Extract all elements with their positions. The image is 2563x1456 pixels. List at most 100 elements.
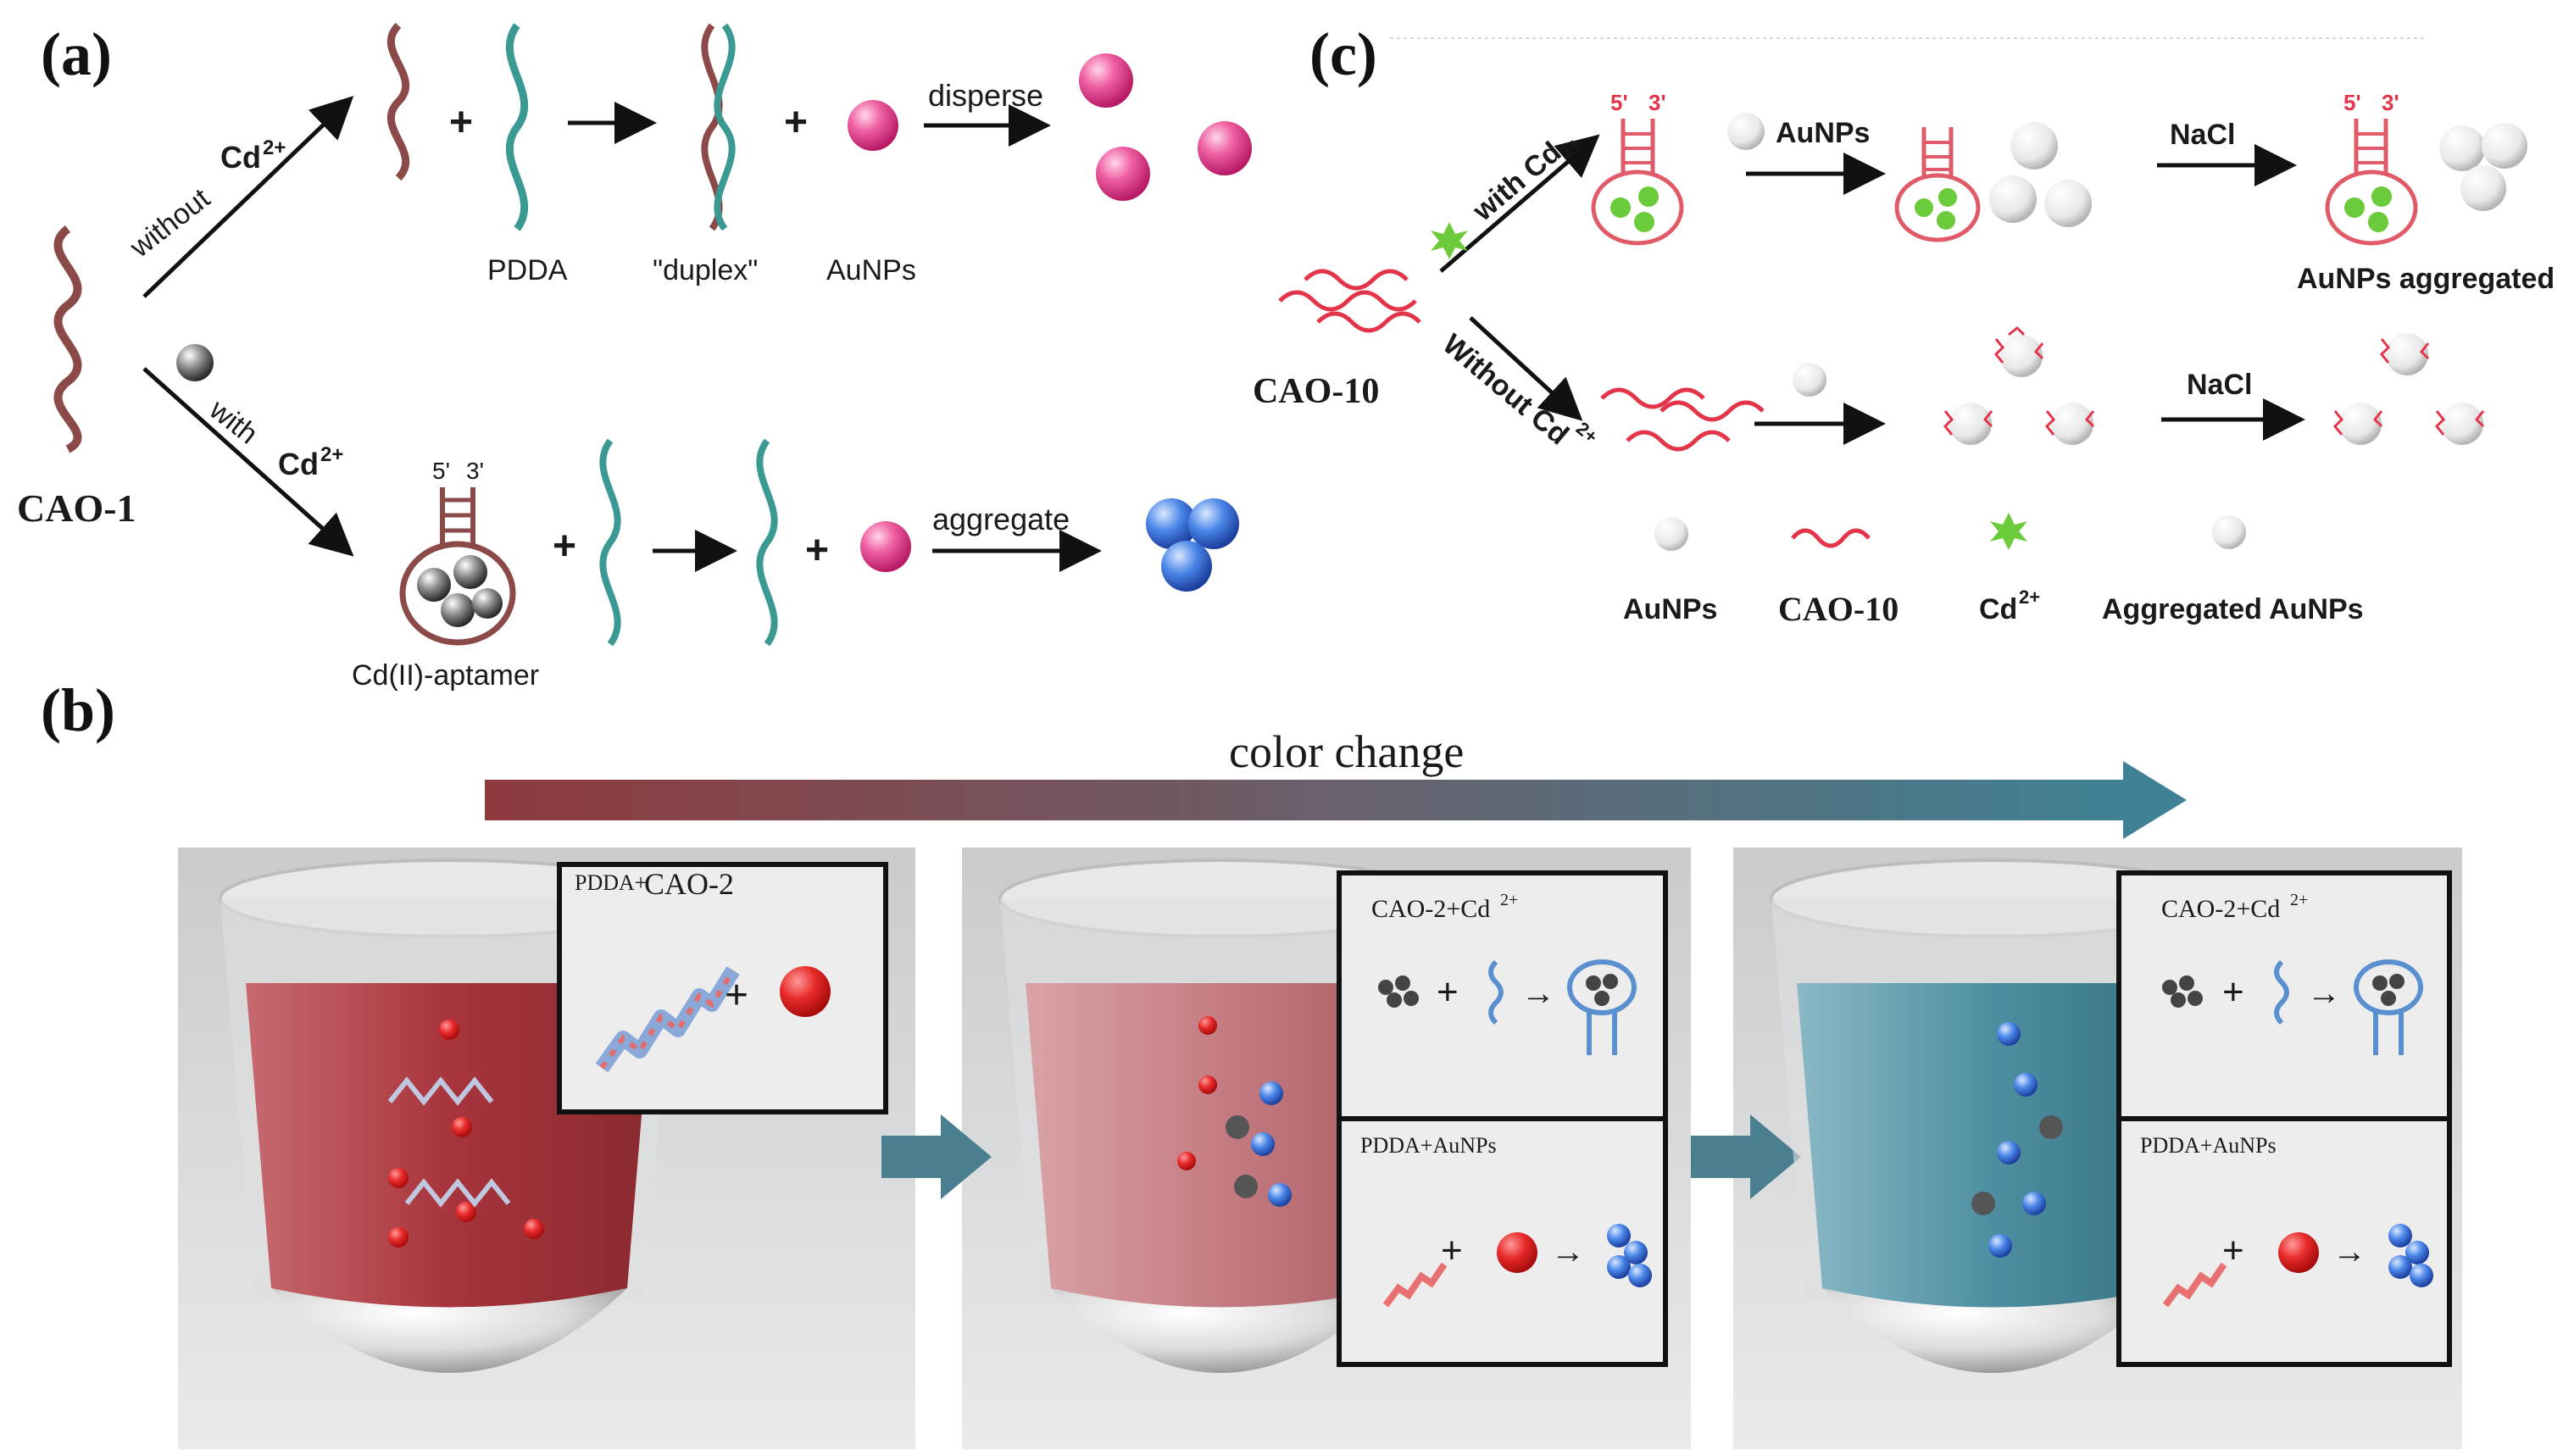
cao10-label: CAO-10 xyxy=(1253,372,1379,411)
helix-beads-icon xyxy=(599,969,736,1070)
tube1-plus: + xyxy=(725,973,748,1018)
color-change-arrow xyxy=(485,761,2187,839)
top-cd-ion: 2+ xyxy=(263,136,286,159)
aggregated-white-aunps-icon xyxy=(2439,123,2527,211)
tube3-blue-aggregate-icon xyxy=(2388,1224,2433,1287)
panel-c-legend: AuNPs CAO-10 Cd 2+ Aggregated AuNPs xyxy=(1623,513,2364,628)
panel-b: (b) color change PDDA+ CAO-2 xyxy=(41,676,2462,1449)
disperse-label: disperse xyxy=(928,78,1043,113)
panel-c: (c) CAO-10 with Cd 2+ Without Cd 2+ 5' 3… xyxy=(1253,20,2555,628)
tube2-blue-aggregate-icon xyxy=(1607,1224,1652,1287)
color-change-label: color change xyxy=(1229,726,1464,777)
dispersed-aunp-1-icon xyxy=(1079,53,1133,108)
panel-b-label: (b) xyxy=(41,676,115,744)
without-cd-label-c: Without Cd xyxy=(1437,328,1575,451)
tube3-inset-bottom-title: PDDA+AuNPs xyxy=(2140,1133,2277,1158)
tube3-cd-ions-icon xyxy=(2162,975,2203,1008)
tube3-bottom-arrow: → xyxy=(2332,1233,2366,1270)
hairpin-cd-complex-icon: 5' 3' xyxy=(1591,90,1684,246)
tube3-inset-top-ion: 2+ xyxy=(2290,891,2308,909)
legend-aunps-icon xyxy=(1654,517,1688,551)
hairpin1-5prime: 5' xyxy=(1610,90,1628,115)
without-cd-arrow-c xyxy=(1469,316,1583,421)
wrapped-aunps-stable-icon xyxy=(2332,333,2485,445)
tube1-to-tube2-arrow xyxy=(881,1114,992,1199)
panel-a-label: (a) xyxy=(41,20,112,88)
legend-aggregated-icon xyxy=(2212,515,2246,549)
hairpin-cd-complex-3-icon: 5' 3' xyxy=(2325,90,2418,246)
hairpin3-5prime: 5' xyxy=(2343,90,2361,115)
dispersed-aunp-2-icon xyxy=(1096,147,1150,201)
legend-cd-icon xyxy=(1990,513,2027,550)
panel-a: (a) CAO-1 without Cd 2+ + PDDA "duplex" … xyxy=(17,20,1252,692)
with-label: with xyxy=(203,393,264,451)
tube2-bottom-plus: + xyxy=(1441,1230,1463,1271)
cd-green-star-icon xyxy=(1431,222,1468,259)
without-cd-arrow xyxy=(142,96,354,298)
aunp-pink-icon xyxy=(848,100,898,151)
aunp-white-icon xyxy=(1727,113,1765,150)
cao1-strand-icon xyxy=(53,225,82,453)
hairpin3-3prime: 3' xyxy=(2382,90,2399,115)
aptamer-3prime: 3' xyxy=(466,458,484,484)
tube2-top-plus: + xyxy=(1437,971,1459,1013)
tube2-bottom-arrow: → xyxy=(1551,1233,1585,1270)
tube3-pdda-strand-icon xyxy=(2162,1262,2227,1308)
tube3-top-arrow: → xyxy=(2307,975,2341,1012)
with-cd-arrow xyxy=(142,367,354,557)
top-dna-strand-icon xyxy=(386,22,410,181)
tube2-cao2-strand-icon xyxy=(1488,959,1504,1025)
legend-aunps-label: AuNPs xyxy=(1623,593,1717,625)
tube2-red-aunp-icon xyxy=(1497,1232,1537,1273)
tube3-top-plus: + xyxy=(2222,971,2244,1013)
duplex-strand-b-icon xyxy=(714,23,736,231)
tube2-inset-bottom-title: PDDA+AuNPs xyxy=(1360,1133,1497,1158)
aunp-white-2-icon xyxy=(1793,363,1826,397)
legend-aggregated-label: Aggregated AuNPs xyxy=(2102,593,2364,625)
tube3-blue-icon xyxy=(1770,859,2214,1373)
tube2-cd-aptamer-complex-icon xyxy=(1567,959,1637,1055)
cd-aptamer-icon: 5' 3' xyxy=(399,458,516,646)
aunps-label-c-top: AuNPs xyxy=(1776,117,1870,149)
bottom-cd-ion: 2+ xyxy=(320,443,343,466)
free-aunp-2-icon xyxy=(1989,175,2037,223)
pdda-strand-2-icon xyxy=(599,438,621,647)
nacl-label-bottom: NaCl xyxy=(2187,369,2252,401)
without-cd-ion-c: 2+ xyxy=(1572,418,1602,447)
tube2-inset-top-ion: 2+ xyxy=(1500,891,1518,909)
tube1-inset-title: PDDA+ xyxy=(575,870,647,895)
legend-cao10-label: CAO-10 xyxy=(1778,590,1899,628)
tube1-red-aunp-icon xyxy=(780,966,831,1017)
free-aunp-1-icon xyxy=(2010,122,2058,169)
tube3-inset-top-title: CAO-2+Cd xyxy=(2161,895,2280,923)
free-aunp-3-icon xyxy=(2044,180,2092,227)
with-cd-label-c: with Cd xyxy=(1466,136,1567,228)
aptamer-label: Cd(II)-aptamer xyxy=(352,659,539,692)
plus-a1: + xyxy=(449,100,473,145)
nacl-label-top: NaCl xyxy=(2170,119,2235,151)
legend-cao10-icon xyxy=(1791,528,1871,548)
aunps-aggregated-label: AuNPs aggregated xyxy=(2297,263,2555,295)
tube2-top-arrow: → xyxy=(1521,975,1555,1012)
tube2-cd-ions-icon xyxy=(1378,975,1419,1008)
top-cd-label: Cd xyxy=(220,140,261,175)
wrapped-aunps-icon xyxy=(1943,325,2095,445)
tube3-cao2-strand-icon xyxy=(2274,959,2289,1025)
tube2-to-tube3-arrow xyxy=(1691,1114,1801,1199)
panel-c-label: (c) xyxy=(1309,20,1377,88)
aunps-label-a: AuNPs xyxy=(826,254,916,286)
dispersed-aunp-3-icon xyxy=(1198,121,1252,175)
free-cao10-strands-icon xyxy=(1600,387,1765,452)
cao10-strands-icon xyxy=(1278,269,1421,333)
plus-a2: + xyxy=(784,100,808,145)
bottom-cd-label: Cd xyxy=(278,447,319,481)
without-label: without xyxy=(124,182,217,264)
aptamer-5prime: 5' xyxy=(432,458,450,484)
hairpin1-3prime: 3' xyxy=(1648,90,1666,115)
cd-ion-icon xyxy=(176,344,214,381)
tube3-bottom-plus: + xyxy=(2222,1230,2244,1271)
pdda-label: PDDA xyxy=(487,254,568,286)
aggregated-blue-aunps-icon xyxy=(1146,498,1239,592)
pdda-strand-icon xyxy=(505,23,529,231)
